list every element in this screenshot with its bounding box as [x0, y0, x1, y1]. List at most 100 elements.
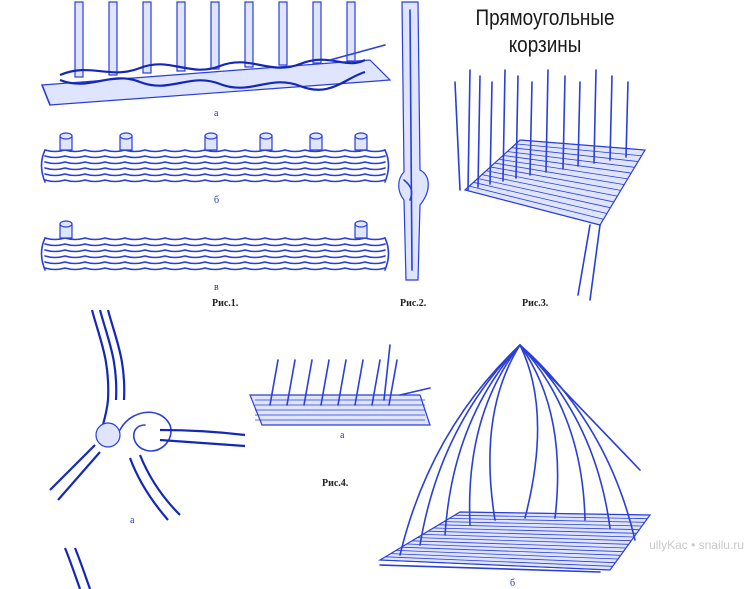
fig2-drawing: [398, 1, 429, 281]
weave-line: [395, 550, 619, 560]
weave-line: [427, 530, 635, 538]
weave-line: [507, 151, 635, 168]
fig1b-drawing: [40, 132, 390, 183]
coil-strand: [44, 243, 386, 247]
stake: [176, 1, 186, 72]
stake-cap: [354, 220, 368, 228]
fig5-label-a: а: [130, 515, 135, 526]
page-title-line2: корзины: [508, 32, 582, 57]
stake: [74, 1, 84, 78]
coil-strand: [44, 173, 386, 177]
fig4b-drawing: [377, 344, 652, 573]
weave-line: [503, 154, 632, 174]
stake: [383, 344, 391, 401]
fig5-drawing: [49, 309, 246, 589]
stake-cap: [309, 132, 323, 140]
fig4-label-a: а: [340, 430, 345, 441]
fig3-drawing: [454, 69, 647, 301]
weave-line: [406, 543, 624, 553]
rib: [489, 344, 521, 521]
weave-line: [454, 514, 648, 520]
weave-line: [464, 189, 601, 226]
fig1c-drawing: [40, 220, 390, 271]
coil-strand: [44, 161, 386, 165]
stake: [337, 359, 347, 406]
coil-end: [384, 149, 390, 183]
coil-end: [40, 237, 46, 271]
coil-strand: [44, 149, 386, 153]
rib: [419, 344, 521, 546]
weave-line: [385, 556, 613, 567]
weave-line: [438, 524, 640, 531]
stake: [562, 75, 566, 170]
weave-line: [401, 546, 621, 556]
rib: [519, 344, 539, 519]
weave-line: [469, 185, 604, 220]
stake: [593, 69, 597, 164]
weave-line: [481, 174, 614, 203]
fig1-label-b: б: [214, 195, 220, 206]
stake-cap: [259, 132, 273, 140]
stake: [577, 81, 581, 167]
rib: [519, 344, 636, 541]
stake: [477, 75, 481, 188]
watermark: ullyKac • snailu.ru: [647, 538, 746, 552]
fig4-caption: Рис.4.: [322, 478, 349, 489]
weave-line: [490, 166, 621, 191]
fig4a-drawing: [249, 344, 431, 426]
stake: [515, 75, 519, 179]
fig1-caption: Рис.1.: [212, 298, 239, 309]
stake: [529, 81, 533, 176]
fig1-label-v: в: [214, 282, 219, 293]
coil-strand: [44, 267, 386, 271]
stake: [269, 359, 279, 406]
weave-line: [486, 170, 618, 197]
stake: [467, 69, 471, 191]
coil-strand: [44, 155, 386, 159]
fig1-label-a: а: [214, 108, 219, 119]
stake: [346, 1, 356, 62]
stake-cap: [204, 132, 218, 140]
weave-line: [422, 534, 632, 542]
coil-strand: [44, 255, 386, 259]
rib: [399, 344, 521, 556]
stake: [142, 1, 152, 74]
stake: [320, 359, 330, 406]
stake: [244, 1, 254, 68]
rib: [519, 344, 586, 521]
weave-line: [417, 537, 629, 545]
coil-end: [40, 149, 46, 183]
weave-line: [379, 559, 611, 571]
coil-strand: [44, 237, 386, 241]
rib: [468, 344, 521, 526]
stake-cap: [119, 132, 133, 140]
stake: [502, 69, 506, 182]
weave-line: [390, 553, 616, 564]
coil-strand: [44, 179, 386, 183]
fig1a-drawing: [41, 1, 392, 106]
weave-line: [433, 527, 637, 534]
rib: [519, 344, 641, 471]
page-title-line1: Прямоугольные: [475, 5, 615, 30]
stake: [303, 359, 313, 406]
coil-strand: [44, 261, 386, 265]
stake: [286, 359, 296, 406]
stake-cap: [354, 132, 368, 140]
fig4-label-b: б: [510, 578, 516, 589]
weave-line: [411, 540, 627, 549]
coil-strand: [44, 167, 386, 171]
rib: [444, 344, 521, 536]
stake: [312, 1, 322, 64]
page-title: Прямоугольные корзины: [446, 4, 644, 58]
stake: [371, 359, 381, 406]
stake-cap: [59, 132, 73, 140]
stake: [625, 81, 629, 158]
stake: [108, 1, 118, 76]
stake: [210, 1, 220, 70]
weave-line: [473, 181, 608, 214]
rib: [519, 344, 559, 519]
stake: [489, 81, 493, 185]
coil-strand: [44, 249, 386, 253]
stake: [388, 359, 398, 406]
